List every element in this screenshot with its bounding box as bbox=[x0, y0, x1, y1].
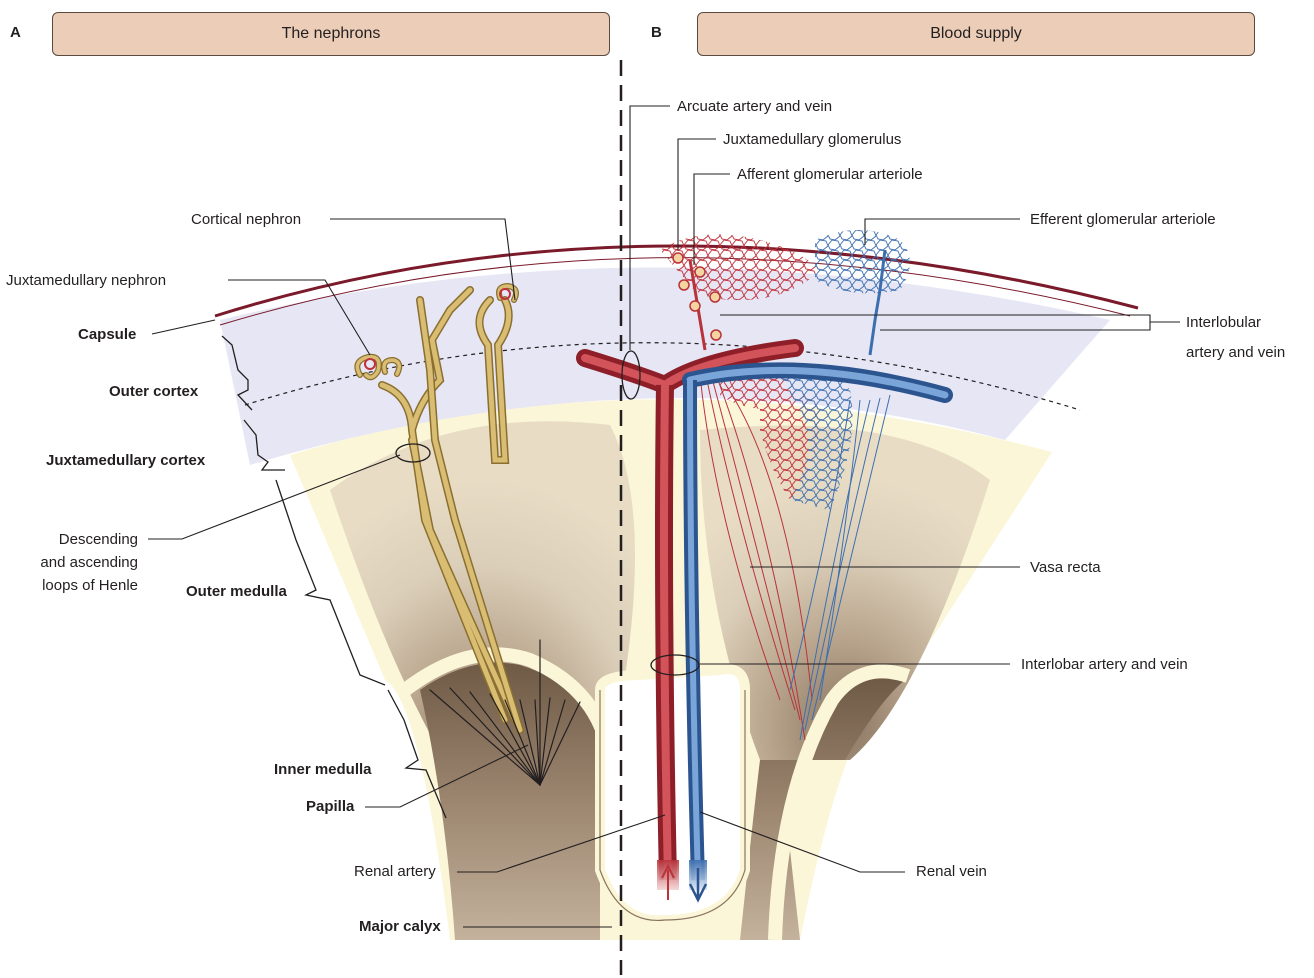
label-juxtamedullary-cortex: Juxtamedullary cortex bbox=[46, 451, 205, 470]
label-arcuate: Arcuate artery and vein bbox=[677, 97, 832, 116]
label-interlobar: Interlobar artery and vein bbox=[1021, 655, 1188, 674]
label-interlobular-line1: Interlobular bbox=[1186, 313, 1261, 332]
label-vasa-recta: Vasa recta bbox=[1030, 558, 1101, 577]
panel-a-title: The nephrons bbox=[52, 12, 610, 56]
label-outer-cortex: Outer cortex bbox=[109, 382, 198, 401]
label-loops-line1: Descending bbox=[0, 530, 138, 549]
kidney-sector bbox=[215, 246, 1138, 940]
label-loops-line3: loops of Henle bbox=[0, 576, 138, 595]
panel-a-letter: A bbox=[10, 24, 21, 41]
panel-b-title: Blood supply bbox=[697, 12, 1255, 56]
label-renal-artery: Renal artery bbox=[354, 862, 436, 881]
label-capsule: Capsule bbox=[78, 325, 136, 344]
label-efferent: Efferent glomerular arteriole bbox=[1030, 210, 1216, 229]
label-major-calyx: Major calyx bbox=[359, 917, 441, 936]
label-afferent: Afferent glomerular arteriole bbox=[737, 165, 923, 184]
label-loops-line2: and ascending bbox=[0, 553, 138, 572]
label-renal-vein: Renal vein bbox=[916, 862, 987, 881]
label-juxtamedullary-nephron: Juxtamedullary nephron bbox=[6, 271, 166, 290]
label-interlobular-line2: artery and vein bbox=[1186, 343, 1285, 362]
label-cortical-nephron: Cortical nephron bbox=[191, 210, 301, 229]
panel-b-letter: B bbox=[651, 24, 662, 41]
label-jm-glomerulus: Juxtamedullary glomerulus bbox=[723, 130, 901, 149]
label-papilla: Papilla bbox=[306, 797, 354, 816]
label-outer-medulla: Outer medulla bbox=[186, 582, 287, 601]
label-inner-medulla: Inner medulla bbox=[274, 760, 372, 779]
